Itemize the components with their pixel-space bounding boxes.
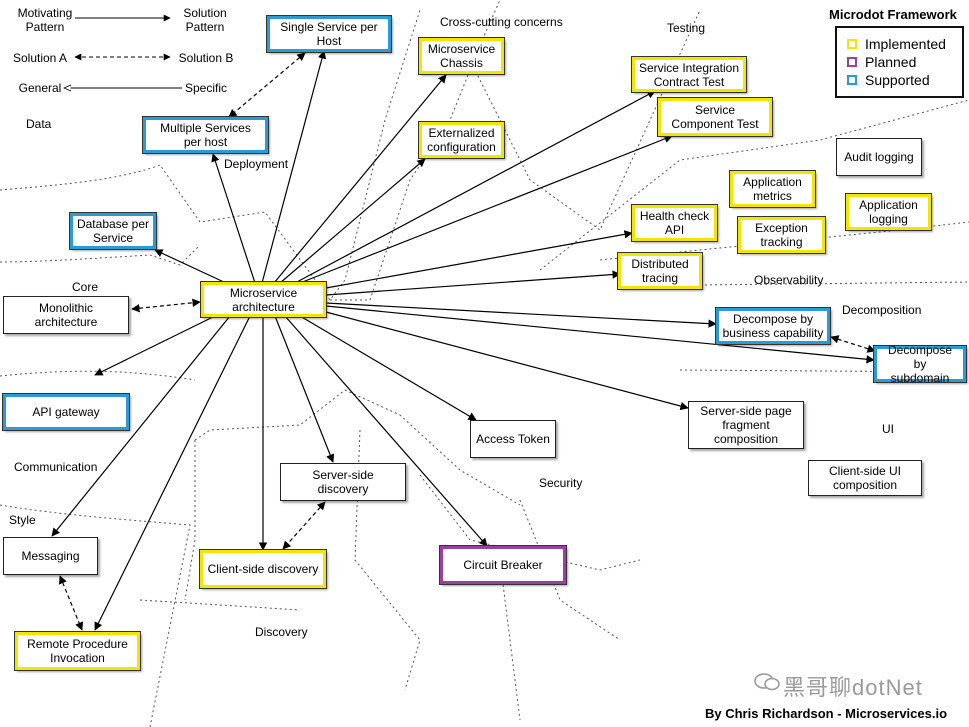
region-communication: Communication: [14, 460, 98, 474]
node-microservice-chassis[interactable]: Microservice Chassis: [418, 37, 505, 75]
node-messaging[interactable]: Messaging: [3, 537, 98, 575]
key-specific: Specific: [184, 81, 228, 95]
region-testing: Testing: [667, 21, 706, 35]
region-security: Security: [539, 476, 583, 490]
region-decomposition: Decomposition: [842, 303, 922, 317]
region-style: Style: [9, 513, 36, 527]
node-multiple-services-per-host[interactable]: Multiple Services per host: [142, 116, 269, 154]
node-decompose-by-subdomain[interactable]: Decompose by subdomain: [873, 343, 967, 385]
key-solution-pattern: Solution Pattern: [183, 6, 227, 34]
node-service-component-test[interactable]: Service Component Test: [657, 97, 773, 137]
key-general: General: [18, 81, 62, 95]
legend-label: Planned: [865, 54, 917, 70]
implemented-swatch: [847, 39, 857, 49]
node-server-side-page-fragment-composition[interactable]: Server-side page fragment composition: [688, 401, 804, 449]
node-api-gateway[interactable]: API gateway: [2, 393, 130, 431]
region-data: Data: [26, 117, 52, 131]
planned-swatch: [847, 57, 857, 67]
node-service-integration-contract-test[interactable]: Service Integration Contract Test: [631, 56, 747, 93]
node-client-side-discovery[interactable]: Client-side discovery: [199, 549, 327, 589]
wechat-icon: [754, 673, 780, 691]
node-single-service-per-host[interactable]: Single Service per Host: [266, 15, 392, 53]
node-circuit-breaker[interactable]: Circuit Breaker: [439, 545, 567, 585]
node-health-check-api[interactable]: Health check API: [631, 204, 718, 242]
node-application-metrics[interactable]: Application metrics: [729, 170, 816, 208]
region-observability: Observability: [754, 273, 824, 287]
legend-label: Implemented: [865, 36, 946, 52]
node-access-token[interactable]: Access Token: [470, 420, 556, 458]
node-audit-logging[interactable]: Audit logging: [836, 138, 922, 176]
node-monolithic-architecture[interactable]: Monolithic architecture: [3, 296, 129, 334]
key-motivating-pattern: Motivating Pattern: [17, 6, 73, 34]
node-exception-tracking[interactable]: Exception tracking: [737, 216, 826, 254]
node-decompose-by-business-capability[interactable]: Decompose by business capability: [715, 307, 831, 345]
supported-swatch: [847, 75, 857, 85]
legend-item-supported: Supported: [847, 72, 930, 88]
region-ui: UI: [882, 422, 894, 436]
legend-item-implemented: Implemented: [847, 36, 946, 52]
watermark-text: 黑哥聊dotNet: [783, 675, 923, 700]
legend-label: Supported: [865, 72, 930, 88]
node-client-side-ui-composition[interactable]: Client-side UI composition: [808, 460, 922, 496]
region-cross-cutting: Cross-cutting concerns: [440, 15, 563, 29]
region-core: Core: [72, 280, 99, 294]
key-solution-b: Solution B: [178, 51, 234, 65]
node-application-logging[interactable]: Application logging: [845, 193, 932, 231]
key-solution-a: Solution A: [12, 51, 68, 65]
node-distributed-tracing[interactable]: Distributed tracing: [617, 252, 703, 290]
region-deployment: Deployment: [224, 157, 289, 171]
node-server-side-discovery[interactable]: Server-side discovery: [280, 463, 406, 501]
node-database-per-service[interactable]: Database per Service: [69, 212, 157, 250]
region-discovery: Discovery: [255, 625, 308, 639]
node-microservice-architecture[interactable]: Microservice architecture: [200, 281, 327, 318]
credit-text: By Chris Richardson - Microservices.io: [705, 706, 948, 721]
legend-title: Microdot Framework: [829, 7, 957, 22]
node-externalized-configuration[interactable]: Externalized configuration: [418, 121, 505, 159]
legend-item-planned: Planned: [847, 54, 916, 70]
legend: Implemented Planned Supported: [835, 26, 964, 98]
node-remote-procedure-invocation[interactable]: Remote Procedure Invocation: [14, 631, 141, 671]
